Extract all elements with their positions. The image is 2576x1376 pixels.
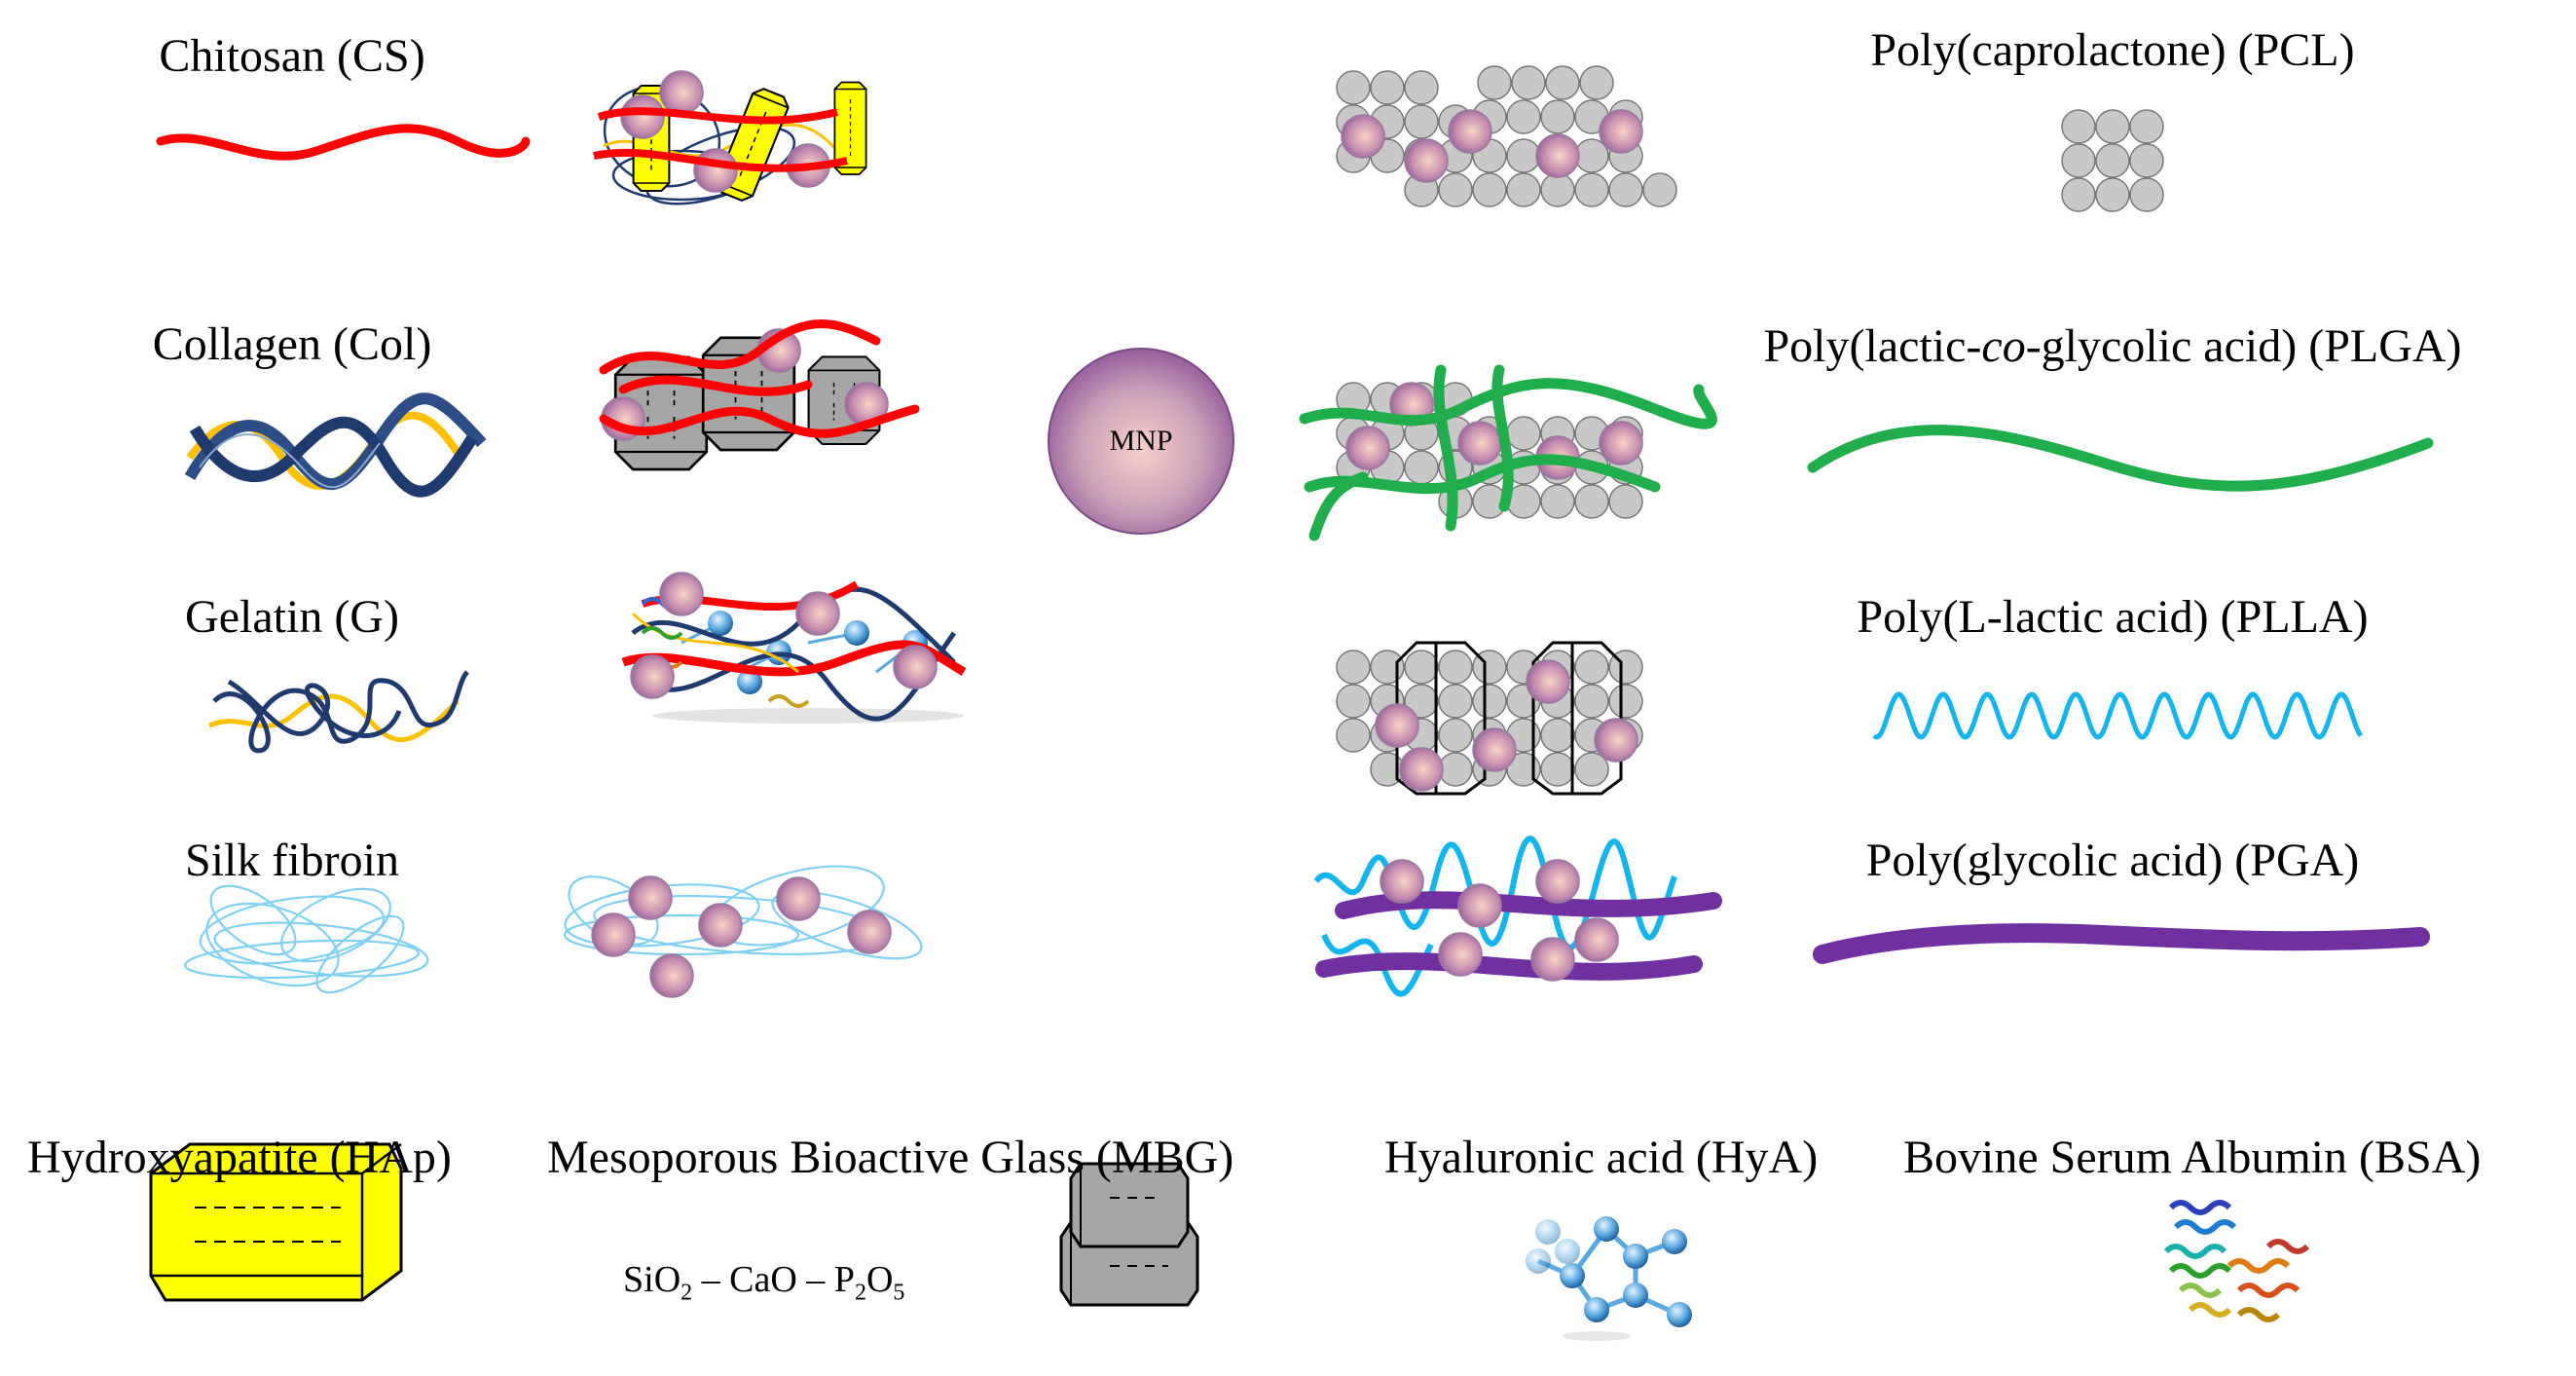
silk-composite — [563, 865, 923, 998]
plga-composite — [1299, 364, 1717, 541]
hydroxyapatite-icon — [149, 1142, 403, 1302]
label-pcl: Poly(caprolactone) (PCL) — [1870, 24, 2355, 76]
hyaluronic-acid-icon — [1526, 1216, 1692, 1341]
pcl-composite — [1336, 65, 1677, 207]
label-plga-prefix: Poly(lactic- — [1763, 320, 1982, 372]
label-chitosan: Chitosan (CS) — [159, 30, 425, 82]
label-hydroxyapatite: Hydroxyapatite (HAp) — [27, 1132, 452, 1183]
formula-sio-sub: 2 — [681, 1280, 693, 1306]
plla-strand — [1872, 691, 2364, 740]
silk-fibroin-scribble — [184, 884, 429, 994]
gelatin-coil — [208, 670, 469, 754]
label-plga-co: co — [1981, 320, 2026, 372]
mbg-icon — [1059, 1162, 1199, 1307]
label-gelatin: Gelatin (G) — [185, 591, 399, 643]
label-mbg: Mesoporous Bioactive Glass (MBG) — [547, 1132, 1234, 1183]
label-collagen: Collagen (Col) — [152, 318, 432, 370]
formula-cao: – CaO – P — [692, 1259, 855, 1300]
label-mnp: MNP — [1109, 425, 1173, 457]
pga-composite — [1313, 836, 1722, 997]
label-silk-fibroin: Silk fibroin — [184, 835, 400, 886]
bsa-icon — [2163, 1200, 2310, 1322]
formula-o: O — [865, 1259, 894, 1300]
label-pga: Poly(glycolic acid) (PGA) — [1865, 835, 2360, 886]
pga-strand — [1813, 923, 2430, 964]
chitosan-strand — [156, 124, 531, 161]
label-plga-suffix: -glycolic acid) (PLGA) — [2025, 320, 2462, 372]
label-bsa: Bovine Serum Albumin (BSA) — [1903, 1132, 2482, 1183]
plga-strand — [1807, 425, 2434, 492]
mbg-formula: SiO2 – CaO – P2O5 — [623, 1258, 904, 1307]
label-plla: Poly(L-lactic acid) (PLLA) — [1857, 591, 2369, 643]
formula-o-sub: 5 — [893, 1280, 905, 1306]
chitosan-composite — [593, 70, 867, 205]
collagen-helix — [184, 392, 487, 498]
mnp-sphere — [1048, 348, 1234, 535]
pcl-spheres — [2061, 109, 2164, 212]
label-plga: Poly(lactic-co-glycolic acid) (PLGA) — [1763, 323, 2461, 370]
collagen-composite — [599, 319, 920, 471]
formula-p-sub: 2 — [854, 1280, 866, 1306]
plla-composite — [1336, 641, 1643, 796]
label-hyaluronic-acid: Hyaluronic acid (HyA) — [1384, 1132, 1819, 1183]
gelatin-composite — [621, 572, 967, 724]
formula-sio: SiO — [623, 1259, 681, 1300]
